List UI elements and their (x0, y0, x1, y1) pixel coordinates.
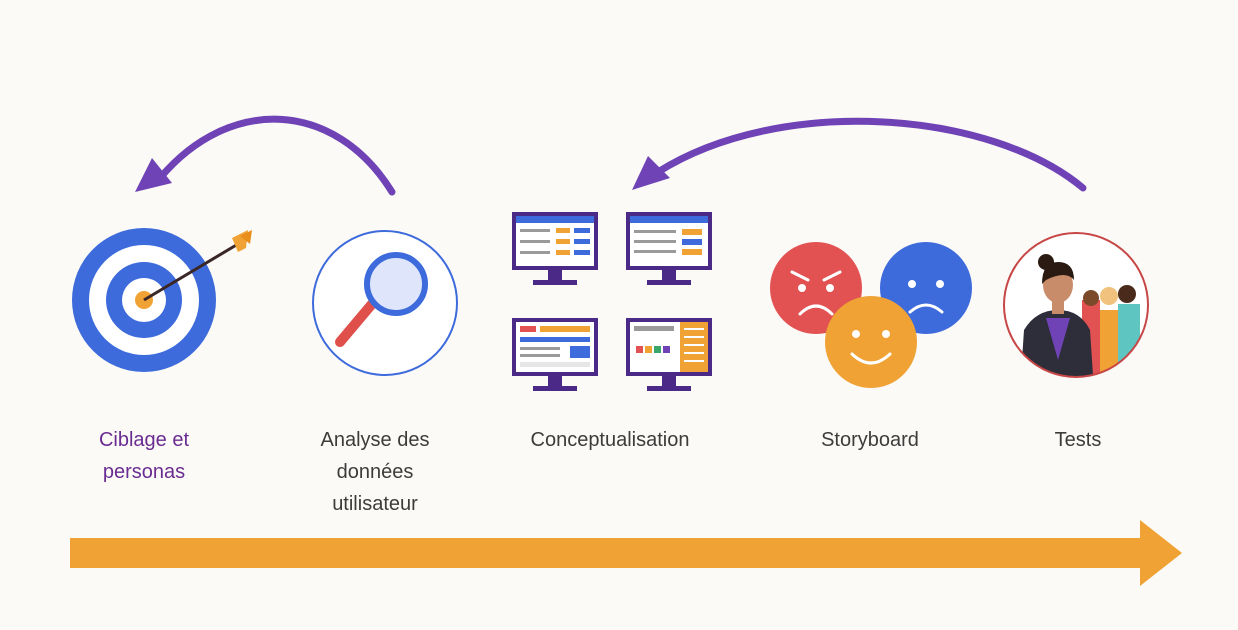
label-ciblage: Ciblage et personas (64, 424, 224, 488)
timeline-arrow (70, 520, 1182, 586)
monitor-3 (512, 318, 598, 391)
magnifying-glass-icon (313, 231, 457, 375)
label-analyse: Analyse des données utilisateur (300, 424, 450, 520)
monitor-4 (626, 318, 712, 391)
label-line: Tests (1018, 424, 1138, 456)
label-tests: Tests (1018, 424, 1138, 456)
monitor-wireframes-icon (512, 212, 712, 391)
target-arrow-icon (72, 228, 252, 372)
feedback-arrow-analyse-to-ciblage (135, 119, 392, 192)
label-line: données (300, 456, 450, 488)
monitor-1 (512, 212, 598, 285)
feedback-arrow-tests-to-conceptualisation (632, 121, 1083, 190)
monitor-2 (626, 212, 712, 285)
label-line: utilisateur (300, 488, 450, 520)
label-storyboard: Storyboard (790, 424, 950, 456)
label-line: Conceptualisation (500, 424, 720, 456)
label-line: Analyse des (300, 424, 450, 456)
label-conceptualisation: Conceptualisation (500, 424, 720, 456)
label-line: Ciblage et (64, 424, 224, 456)
user-group-icon (1004, 233, 1148, 390)
emotion-faces-icon (770, 242, 972, 388)
happy-face (825, 296, 917, 388)
label-line: Storyboard (790, 424, 950, 456)
label-line: personas (64, 456, 224, 488)
